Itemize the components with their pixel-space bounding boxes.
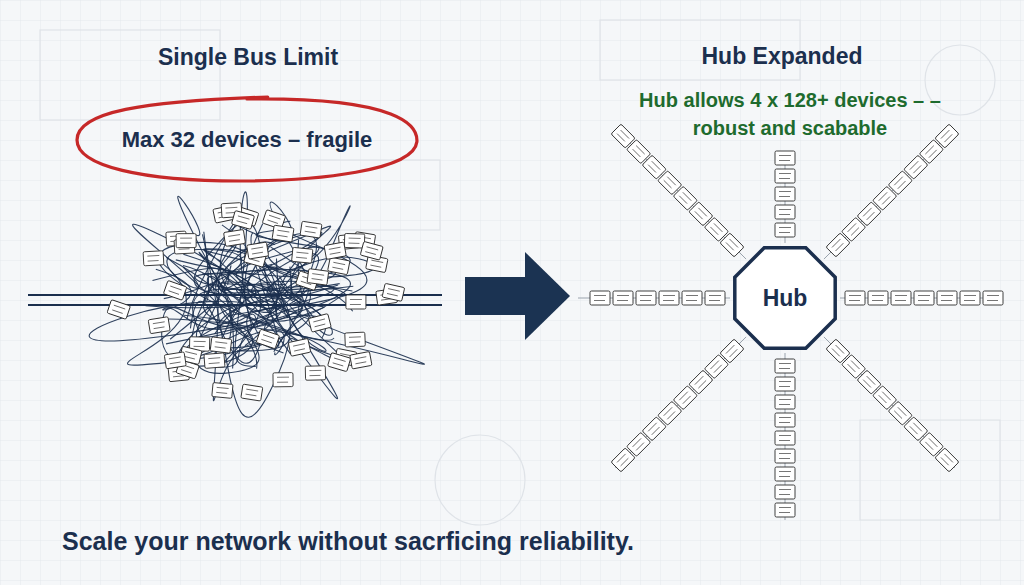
tangled-wires [89,192,424,417]
section-heading: Hub Expanded [701,43,862,70]
device-chip [775,187,795,201]
device-chip [775,359,795,373]
device-chip [682,291,702,305]
device-chip [300,221,322,238]
device-chip [224,229,246,246]
device-chip [659,291,679,305]
device-chip [148,317,170,334]
device-chip [935,124,959,148]
node-text: Hub [763,285,808,312]
device-chip [256,329,279,349]
device-chip [163,280,186,300]
device-chip [345,332,366,347]
device-chip [292,247,313,263]
benefit-note: Hub allows 4 x 128+ devices – – robust a… [620,86,960,142]
device-chip [775,467,795,481]
device-chip [775,205,795,219]
device-chip [636,291,656,305]
device-chip [775,223,795,237]
device-chip [775,395,795,409]
device-chip [143,251,164,266]
device-chip [288,338,310,356]
device-chip [176,234,196,248]
device-chip [868,291,888,305]
device-chip [611,448,635,472]
device-chip [775,377,795,391]
device-chip [775,503,795,517]
device-chip [324,242,346,259]
device-chip [611,124,635,148]
device-chip [775,449,795,463]
device-chip [344,233,364,248]
device-chip [210,337,232,353]
limit-callout: Max 32 devices – fragile [74,96,420,184]
device-chip [164,352,186,369]
device-chip [308,314,331,333]
device-chip [775,413,795,427]
device-chip [107,300,130,320]
sketch-ground [40,20,1000,525]
device-chip [914,291,934,305]
device-chip [613,291,633,305]
device-chip [350,352,372,369]
device-chip [328,353,351,372]
device-chip [775,151,795,165]
device-chip [212,383,233,399]
device-chip [775,485,795,499]
device-chip [845,291,865,305]
device-chip [983,291,1003,305]
device-chip [382,283,405,301]
device-chip [775,169,795,183]
device-chip [891,291,911,305]
device-chip [328,257,350,275]
device-chip [231,211,254,230]
device-chip [935,448,959,472]
device-chip [346,295,366,309]
device-chip [705,291,725,305]
device-chip [360,241,383,260]
device-chip [307,269,329,286]
device-chip [960,291,980,305]
device-chip [937,291,957,305]
hub-spokes [578,124,1003,520]
transition-arrow [465,252,570,340]
device-chip [247,242,269,259]
device-chip [775,431,795,445]
device-chip [273,373,293,387]
hub-octagon: Hub [729,242,841,354]
section-heading: Single Bus Limit [158,44,338,71]
device-chip [272,225,294,242]
node-text: Max 32 devices – fragile [122,127,373,153]
device-chip [241,384,263,401]
device-chip [204,353,225,369]
device-chip [590,291,610,305]
device-chip [305,366,325,380]
caption: Scale your network without sacrficing re… [62,527,634,556]
